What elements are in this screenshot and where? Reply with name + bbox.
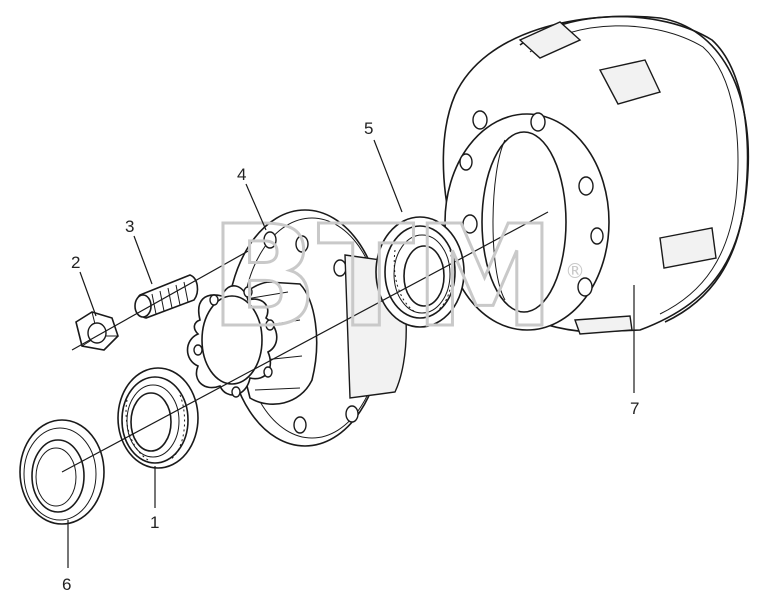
leader-2 xyxy=(79,271,97,317)
inner-bearing xyxy=(117,367,199,469)
registered-mark: ® xyxy=(565,259,585,283)
btm-watermark: BTM ® xyxy=(209,195,586,361)
callout-4: 4 xyxy=(237,165,246,184)
outer-bearing xyxy=(375,216,465,328)
leader-3 xyxy=(133,235,153,285)
callout-6: 6 xyxy=(62,575,71,594)
callout-1: 1 xyxy=(150,513,159,532)
callout-7: 7 xyxy=(630,399,639,418)
wheel-hub xyxy=(186,209,407,447)
assembly-axes xyxy=(61,211,549,473)
callout-labels: 1 2 3 4 5 6 7 xyxy=(62,119,639,594)
brake-drum xyxy=(442,15,750,335)
callout-5: 5 xyxy=(364,119,373,138)
leader-4 xyxy=(245,183,267,231)
leader-5 xyxy=(373,139,403,213)
callout-2: 2 xyxy=(71,253,80,272)
watermark-text: BTM xyxy=(210,196,555,359)
callout-3: 3 xyxy=(125,217,134,236)
callout-leaders xyxy=(67,139,635,568)
